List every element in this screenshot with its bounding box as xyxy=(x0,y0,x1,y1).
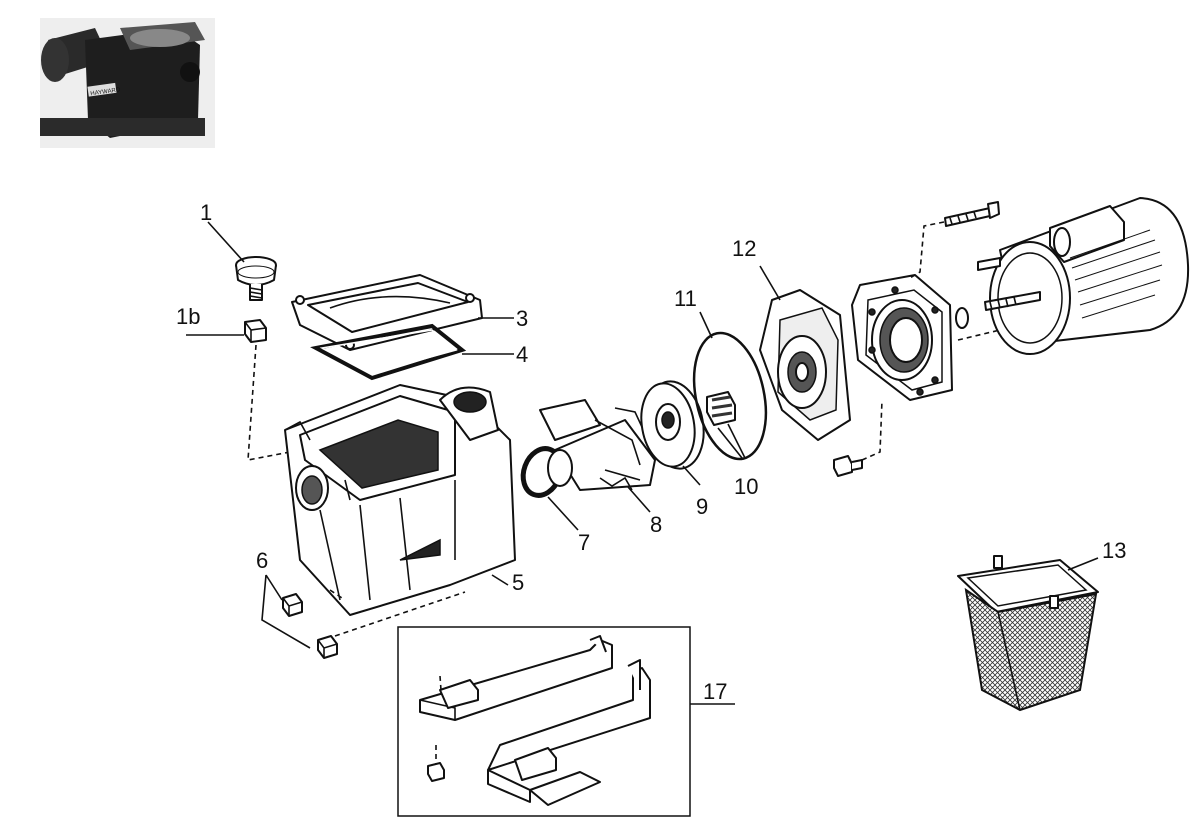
leader-1 xyxy=(207,221,245,263)
part-13-seal-plate xyxy=(759,289,851,441)
pump-thumbnail-photo: HAYWARD xyxy=(40,18,215,148)
callout-7: 5 xyxy=(512,570,524,595)
callout-1: 1 xyxy=(200,200,212,225)
callout-1b: 1b xyxy=(176,304,200,329)
part-9-diffuser xyxy=(539,399,656,491)
callout-9: 8 xyxy=(650,512,662,537)
slinger-washer xyxy=(955,307,969,329)
part-7-strainer-housing xyxy=(284,384,516,616)
leader-13 xyxy=(759,265,781,301)
part-1b-nut xyxy=(244,319,267,343)
motor-bolt xyxy=(944,201,1000,227)
brand-badge-text: HAYWARD xyxy=(90,87,121,97)
leader-9 xyxy=(627,486,651,513)
motor-adapter-flange xyxy=(851,274,953,401)
leader-12 xyxy=(699,311,713,339)
part-3-lid xyxy=(291,274,483,351)
assembly-path-1b xyxy=(247,344,291,461)
assembly-path-bolt-top xyxy=(909,221,945,279)
part-1-knob xyxy=(235,256,277,301)
callout-5: 13 xyxy=(1102,538,1126,563)
callout-8: 7 xyxy=(578,530,590,555)
leader-5 xyxy=(1067,557,1099,571)
assembly-path-6 xyxy=(329,589,466,637)
part-17-screw xyxy=(427,745,445,782)
callout-13: 12 xyxy=(732,236,756,261)
part-11-shaft-seal xyxy=(706,391,736,426)
callout-6: 6 xyxy=(256,548,268,573)
part-4-gasket xyxy=(310,323,467,381)
leader-7 xyxy=(491,574,509,586)
assembly-path-bolt-bottom xyxy=(861,399,883,461)
part-10-impeller xyxy=(640,380,705,470)
brand-badge xyxy=(87,82,117,97)
assembly-path-washer xyxy=(957,329,1001,341)
part-5-strainer-basket xyxy=(957,555,1099,712)
callout-10: 9 xyxy=(696,494,708,519)
callout-4: 4 xyxy=(516,342,528,367)
flange-bolt xyxy=(833,455,863,477)
leader-8 xyxy=(547,496,579,531)
leader-11 xyxy=(717,423,746,459)
part-6-drain-plugs xyxy=(282,593,338,659)
leader-6 xyxy=(261,574,311,649)
leader-10 xyxy=(682,465,701,486)
callout-11: 10 xyxy=(734,474,758,499)
callout-17: 17 xyxy=(703,679,727,704)
electric-motor xyxy=(977,197,1190,355)
callout-3: 3 xyxy=(516,306,528,331)
callout-12: 11 xyxy=(674,286,697,311)
part-12-seal-plate-o-ring xyxy=(692,331,768,461)
part-17-mounting-feet xyxy=(419,635,651,806)
